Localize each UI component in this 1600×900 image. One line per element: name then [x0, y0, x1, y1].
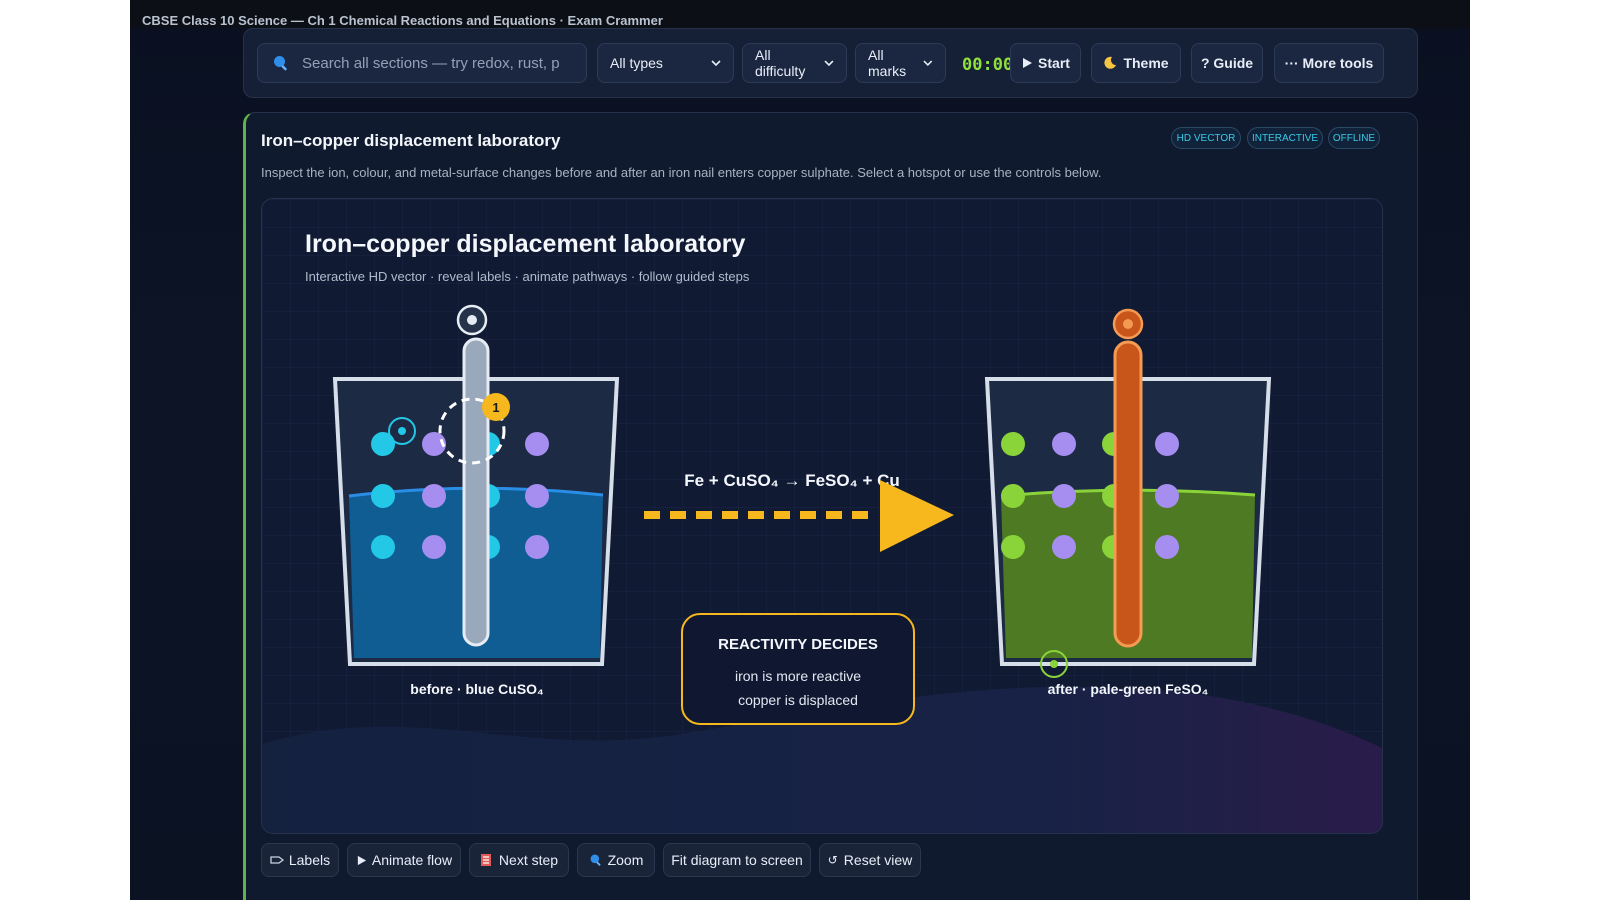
reaction-arrow-head	[880, 480, 954, 552]
marks-select-value: All marks	[868, 47, 907, 79]
more-tools-button[interactable]: ··· More tools	[1274, 43, 1384, 83]
badge-offline: OFFLINE	[1328, 127, 1380, 149]
reaction-equation: Fe + CuSO₄ → FeSO₄ + Cu	[684, 471, 900, 490]
sulphate-ion	[1052, 432, 1076, 456]
sulphate-ion	[422, 432, 446, 456]
hotspot-dot	[1050, 660, 1058, 668]
type-select[interactable]: All types	[597, 43, 734, 83]
before-label: before · blue CuSO₄	[410, 681, 543, 697]
diagram-subtitle: Interactive HD vector · reveal labels · …	[305, 269, 750, 284]
step-badge-number: 1	[492, 400, 499, 415]
timer-display: 00:00	[962, 55, 1014, 75]
guide-label: ? Guide	[1200, 55, 1254, 71]
displacement-diagram: Iron–copper displacement laboratory Inte…	[262, 199, 1382, 833]
fe-ion	[1001, 432, 1025, 456]
fit-diagram-label: Fit diagram to screen	[671, 852, 803, 868]
reaction-focus-ring	[438, 397, 506, 465]
fe-ion	[1001, 535, 1025, 559]
panel-description: Inspect the ion, colour, and metal-surfa…	[261, 165, 1102, 180]
play-icon	[357, 855, 367, 865]
labels-label: Labels	[288, 852, 331, 868]
sulphate-ion	[1155, 484, 1179, 508]
hotspot-cu-ion[interactable]	[388, 417, 416, 445]
next-step-label: Next step	[498, 852, 559, 868]
animate-flow-label: Animate flow	[371, 852, 453, 868]
toolbar: Search all sections — try redox, rust, p…	[243, 28, 1418, 98]
cu-ion	[371, 535, 395, 559]
start-button[interactable]: Start	[1010, 43, 1081, 83]
sulphate-ion	[1155, 535, 1179, 559]
ground-wave	[262, 686, 1382, 833]
sulphate-ion	[525, 484, 549, 508]
copper-coated-nail	[1113, 340, 1143, 648]
callout-box	[681, 613, 915, 725]
reactivity-callout: REACTIVITY DECIDES iron is more reactive…	[681, 613, 915, 725]
labels-button[interactable]: Labels	[261, 843, 339, 877]
cu-ion	[371, 432, 395, 456]
start-label: Start	[1038, 55, 1070, 71]
hotspot-dot	[467, 315, 477, 325]
callout-line-2: copper is displaced	[738, 692, 858, 708]
panel-title: Iron–copper displacement laboratory	[261, 131, 561, 150]
badge-hd-vector: HD VECTOR	[1171, 127, 1241, 149]
window-title: CBSE Class 10 Science — Ch 1 Chemical Re…	[130, 0, 1470, 28]
tag-icon	[270, 856, 284, 864]
reset-view-button[interactable]: ↺ Reset view	[819, 843, 921, 877]
zoom-button[interactable]: Zoom	[577, 843, 655, 877]
step-badge[interactable]	[482, 393, 510, 421]
magnifier-icon	[590, 854, 601, 866]
sulphate-ion	[1052, 484, 1076, 508]
chevron-down-icon	[711, 60, 721, 67]
hotspot-dot	[1123, 319, 1133, 329]
search-placeholder: Search all sections — try redox, rust, p	[302, 54, 560, 72]
refresh-icon: ↺	[827, 853, 838, 867]
diagram-title: Iron–copper displacement laboratory	[305, 230, 745, 258]
theme-label: Theme	[1123, 55, 1169, 71]
sulphate-ion	[422, 535, 446, 559]
search-icon	[274, 56, 287, 71]
difficulty-select-value: All difficulty	[755, 47, 806, 79]
callout-line-1: iron is more reactive	[735, 668, 861, 684]
more-tools-label: ··· More tools	[1284, 55, 1374, 71]
guide-button[interactable]: ? Guide	[1191, 43, 1263, 83]
fe-ion	[1001, 484, 1025, 508]
iron-nail	[462, 337, 490, 647]
sulphate-ion	[1052, 535, 1076, 559]
cu-ion	[371, 484, 395, 508]
sulphate-ion	[422, 484, 446, 508]
badge-interactive: INTERACTIVE	[1247, 127, 1323, 149]
hotspot-dot	[398, 427, 406, 435]
sulphate-ion	[1155, 432, 1179, 456]
fit-diagram-button[interactable]: Fit diagram to screen	[663, 843, 811, 877]
after-label: after · pale-green FeSO₄	[1048, 681, 1209, 697]
after-beaker[interactable]: after · pale-green FeSO₄	[984, 308, 1272, 697]
chevron-down-icon	[824, 60, 834, 67]
reset-view-label: Reset view	[843, 852, 913, 868]
diagram-panel: Iron–copper displacement laboratory Insp…	[243, 112, 1418, 900]
moon-icon	[1104, 56, 1117, 69]
theme-button[interactable]: Theme	[1091, 43, 1181, 83]
hotspot-green-solution[interactable]	[1040, 650, 1068, 678]
app-window: CBSE Class 10 Science — Ch 1 Chemical Re…	[130, 0, 1470, 900]
sulphate-ion	[525, 535, 549, 559]
type-select-value: All types	[610, 55, 663, 71]
difficulty-select[interactable]: All difficulty	[742, 43, 847, 83]
next-step-button[interactable]: Next step	[469, 843, 569, 877]
search-input[interactable]: Search all sections — try redox, rust, p	[257, 43, 587, 83]
diagram-stage: Iron–copper displacement laboratory Inte…	[261, 198, 1383, 834]
play-icon	[1023, 58, 1033, 68]
before-beaker[interactable]: 1 before · blue CuSO₄	[332, 304, 620, 697]
animate-flow-button[interactable]: Animate flow	[347, 843, 461, 877]
checklist-icon	[480, 854, 491, 866]
marks-select[interactable]: All marks	[855, 43, 946, 83]
callout-title: REACTIVITY DECIDES	[718, 636, 878, 653]
zoom-label: Zoom	[607, 852, 644, 868]
sulphate-ion	[525, 432, 549, 456]
chevron-down-icon	[923, 60, 933, 67]
